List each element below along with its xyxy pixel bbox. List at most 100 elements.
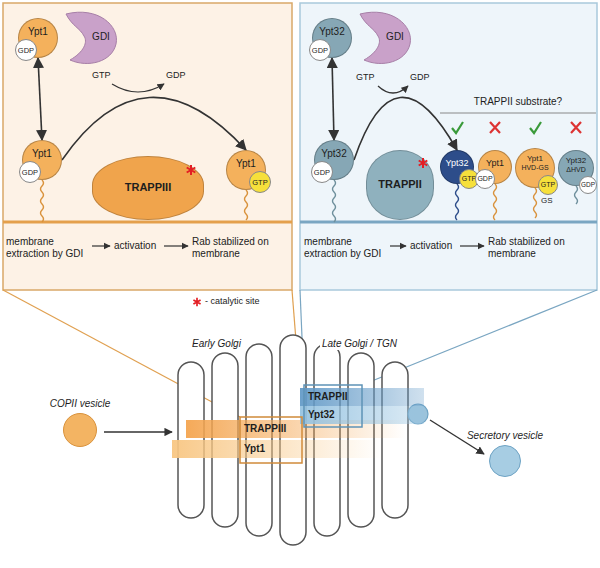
name-label: GDI [386,31,404,43]
text-stack: GDP [476,170,494,188]
localization-band: TRAPPII [300,388,424,406]
flow-arrow [460,245,484,246]
name-label: TRAPPII [308,391,347,403]
nucleotide-label: GTP [356,72,375,83]
name-label: Ypt1 [244,443,265,455]
name-label: Ypt32 [308,409,335,421]
name-label: Ypt32 [319,26,344,38]
nucleotide: GDP [311,161,333,183]
text-stack: Ypt32 [300,406,424,424]
question-label: TRAPPII substrate? [440,96,596,108]
name-label: GTP [252,178,267,187]
nucleotide: GTP [249,171,271,193]
cross-mark [571,122,581,133]
nucleotide: GDP [579,176,597,194]
connector [38,58,42,140]
nucleotide: GDP [309,39,331,61]
step-label: membrane extraction by GDI [6,236,90,260]
catalytic-site-mark [185,164,197,176]
rab-protein: Ypt1GDP [18,18,58,58]
text-stack: GDI [58,8,120,66]
text-stack: GDP [580,177,596,193]
name-label: Ypt1 [236,158,256,170]
gdi-protein: GDI [58,8,120,66]
catalytic-site-mark [417,157,429,169]
flow-arrow [164,245,188,246]
zoom-box [304,385,362,427]
legend-item: - catalytic site [192,296,260,307]
sub-label: HVD-GS [521,164,548,172]
text-stack: GTP [539,176,557,194]
exchange-arrow [378,86,408,93]
text-stack: TRAPPIII [93,157,203,219]
name-label: Ypt1 [527,154,543,164]
name-label: GDP [22,168,38,177]
gef-complex: TRAPPIII [92,156,204,220]
name-label: TRAPPIII [244,423,286,435]
text-stack: COPII vesicle [30,398,130,410]
text-stack: GDP [16,40,36,60]
rab-protein: Ypt32GTP [440,150,474,184]
gdi-outline [66,12,116,63]
nucleotide-label: GTP [92,70,111,81]
name-label: GDP [18,46,34,55]
asterisk [187,165,196,175]
linker-label: GS [541,196,553,206]
name-label: GDP [312,46,328,55]
name-label: GDP [314,168,330,177]
asterisk [419,158,428,168]
vesicle: Secretory vesicle [455,430,555,477]
cross-mark [490,122,500,133]
check-mark [452,122,463,133]
nucleotide: GDP [19,161,41,183]
zoom-box [240,417,302,463]
lipid-anchor [456,184,459,220]
check-mark [530,122,541,133]
nucleotide: GDP [475,169,495,189]
name-label: Ypt1 [486,158,504,169]
underline [440,113,596,114]
lipid-anchor [575,186,578,204]
name-label: Ypt32 [446,158,469,169]
step-label: activation [114,240,174,252]
localization-band: Ypt1 [172,440,382,458]
name-label: TRAPPII [378,178,421,191]
name-label: Ypt32 [566,156,586,166]
step-label: activation [410,240,470,252]
text-stack: GDP [20,162,40,182]
text-stack: GDP [310,40,330,60]
name-label: GDI [92,31,110,43]
localization-band: Ypt32 [300,406,424,424]
step-label: Rab stabilized on membrane [192,236,288,260]
name-label: Ypt32 [321,148,346,160]
lipid-anchor [245,190,248,220]
name-label: TRAPPIII [125,181,171,194]
nucleotide-label: GDP [410,72,430,83]
name-label: GTP [541,181,555,189]
name-label: COPII vesicle [50,398,111,410]
rab-protein: Ypt1GDP [478,150,512,184]
lipid-anchor [333,180,336,222]
name-label: GDP [581,181,595,189]
connector [62,97,246,160]
step-label: Rab stabilized on membrane [488,236,592,260]
region-label: Late Golgi / TGN [320,338,399,350]
flow-arrow [92,245,110,246]
text-stack: Ypt1 [172,440,382,458]
region-label: Early Golgi [190,338,243,350]
nucleotide: GDP [15,39,37,61]
text-stack: GDI [352,8,414,66]
transport-arrow [104,431,172,432]
legend-text: - catalytic site [205,296,260,306]
name-label: GDP [477,175,492,183]
gdi-shape [352,8,414,66]
flow-arrow [390,245,406,246]
membrane [300,221,597,224]
text-stack: GDP [312,162,332,182]
gdi-protein: GDI [352,8,414,66]
nucleotide-label: GDP [166,70,186,81]
name-label: Ypt1 [32,148,52,160]
sub-label: ΔHVD [566,166,585,174]
legend-swatch [192,297,202,307]
